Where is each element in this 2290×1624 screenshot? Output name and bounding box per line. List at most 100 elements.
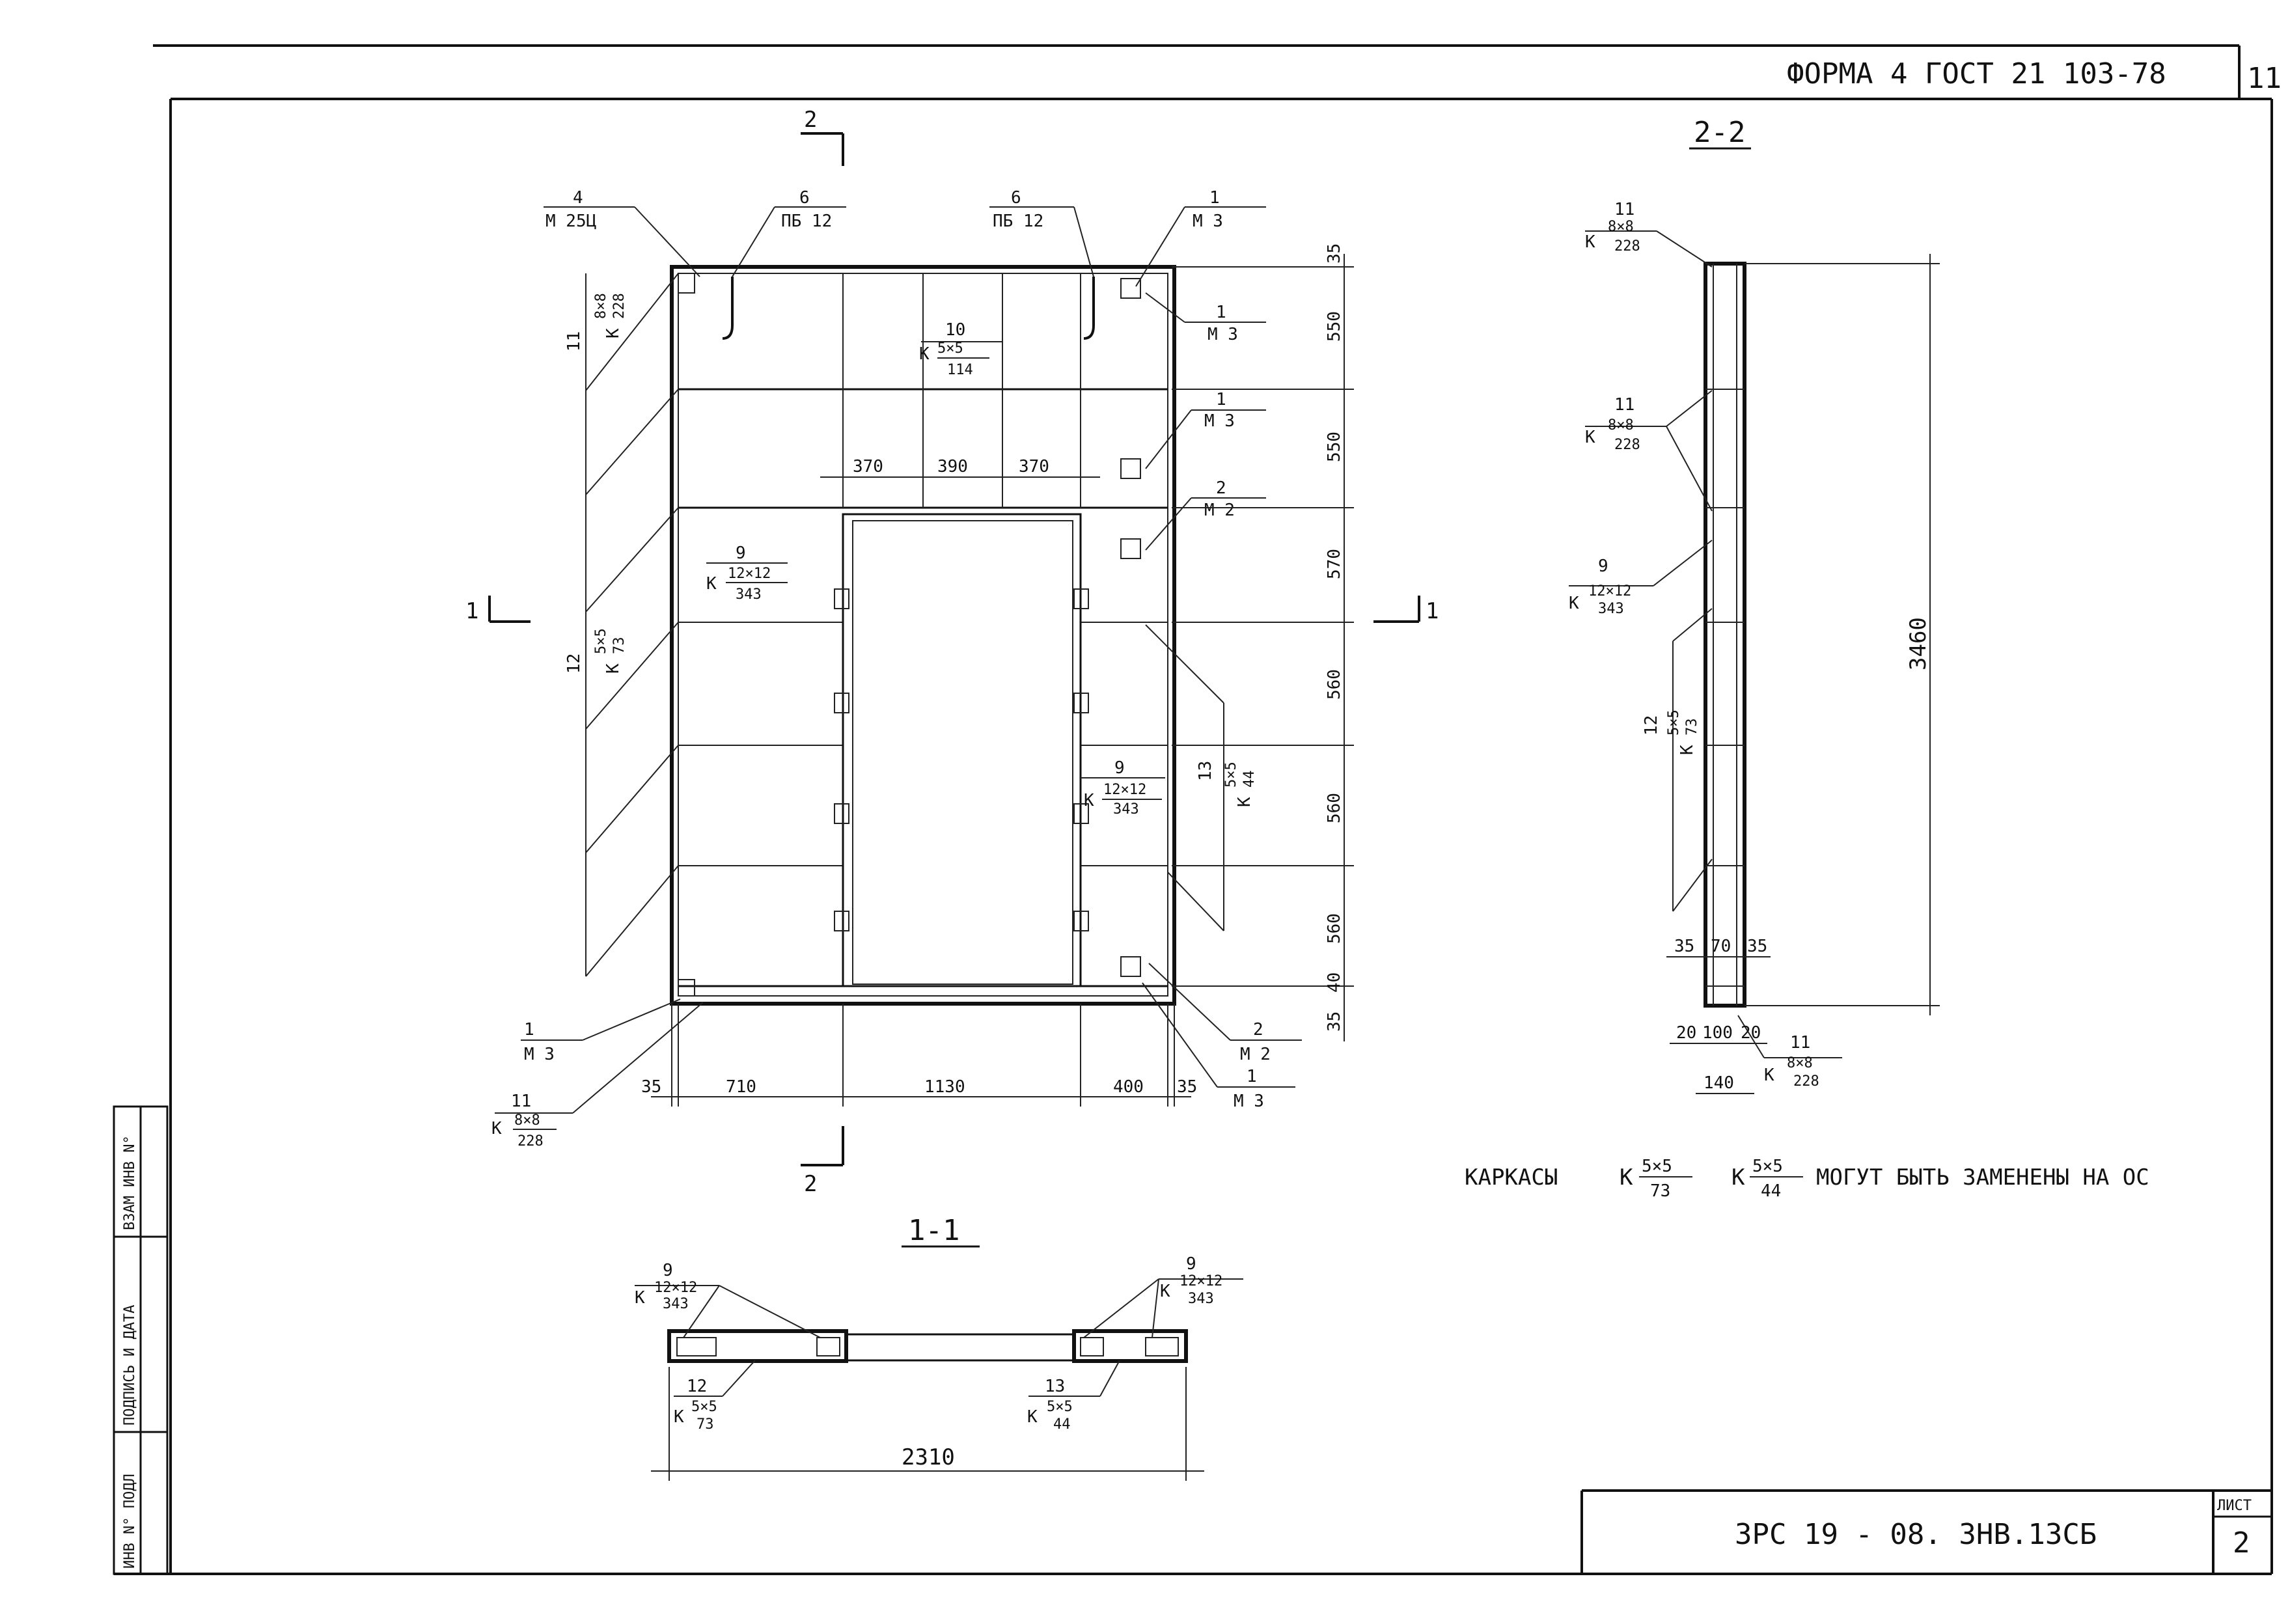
mark-1d-code: М 3 (524, 1045, 555, 1064)
section-11-width: 2310 (902, 1444, 955, 1470)
mark-11b-top: 8×8 (514, 1112, 540, 1129)
s22-a-bot: 228 (1614, 238, 1640, 255)
mark-9b-num: 9 (1114, 758, 1125, 778)
s11-b-num: 9 (1186, 1254, 1196, 1274)
note-suffix: МОГУТ БЫТЬ ЗАМЕНЕНЫ НА ОС (1816, 1164, 2149, 1190)
dim-right-7: 40 (1325, 972, 1344, 993)
mark-13v-num: 13 (1196, 761, 1215, 781)
mark-1a-num: 1 (1209, 188, 1220, 208)
mark-9b-bot: 343 (1113, 801, 1139, 818)
dim-right-5: 560 (1325, 793, 1344, 823)
mark-12v-num: 12 (564, 654, 584, 674)
s22-dim-20a: 20 (1676, 1023, 1696, 1043)
s11-a-num: 9 (663, 1261, 673, 1280)
front-callouts: 4 М 25Ц 6 ПБ 12 6 ПБ 12 1 М 3 1 М 3 1 М … (491, 188, 1302, 1149)
s11-b-k: К (1160, 1282, 1170, 1301)
s22-dim-140: 140 (1704, 1073, 1734, 1093)
section-markers: 2 2 1 1 (465, 107, 1439, 1197)
mark-13v-bot: 44 (1241, 771, 1258, 788)
mark-2a-num: 2 (1216, 478, 1226, 498)
section-22-height: 3460 (1905, 617, 1931, 670)
mark-1b-code: М 3 (1207, 325, 1238, 344)
s22-b-bot: 228 (1614, 437, 1640, 453)
mark-13v-top: 5×5 (1223, 762, 1239, 788)
section-11-title: 1-1 (908, 1214, 959, 1247)
s22-e-num: 11 (1790, 1033, 1810, 1053)
s11-d-num: 13 (1045, 1377, 1065, 1396)
s22-c-num: 9 (1598, 557, 1608, 576)
dim-bottom-2: 1130 (924, 1077, 965, 1097)
s22-a-top: 8×8 (1608, 219, 1634, 235)
dim-right-2: 550 (1325, 432, 1344, 462)
dim-top-1: 390 (937, 457, 968, 476)
s22-e-k: К (1764, 1066, 1774, 1085)
mark-11b-bot: 228 (517, 1133, 544, 1149)
s22-d-num: 12 (1642, 715, 1661, 736)
section-1-1: 1-1 2310 9 К 12×12 343 9 К 12×12 343 12 (635, 1214, 1243, 1481)
section-mark-bottom: 2 (804, 1171, 817, 1197)
sheet-corner-number: 11 (2247, 62, 2282, 95)
side-stamp-replace: ВЗАМ ИНВ N° (122, 1135, 138, 1230)
drawing-code: 3РС 19 - 08. 3НВ.13СБ (1735, 1518, 2097, 1551)
mark-4-code: М 25Ц (545, 212, 596, 231)
mark-6a-num: 6 (799, 188, 810, 208)
s22-c-top: 12×12 (1588, 583, 1631, 599)
section-mark-left: 1 (465, 598, 478, 624)
mark-1e-num: 1 (1247, 1067, 1257, 1086)
mark-11b-k: К (491, 1119, 502, 1138)
mark-12v-bot: 73 (611, 637, 628, 655)
note: КАРКАСЫ К 5×5 73 К 5×5 44 МОГУТ БЫТЬ ЗАМ… (1465, 1157, 2149, 1201)
mark-11v-num: 11 (564, 331, 584, 351)
s22-c-bot: 343 (1598, 601, 1624, 617)
mark-12v-top: 5×5 (593, 628, 609, 654)
s11-a-k: К (635, 1288, 645, 1308)
mark-12v-k: К (603, 663, 623, 674)
mark-9a-bot: 343 (736, 586, 762, 603)
mark-2a-code: М 2 (1204, 501, 1235, 520)
s11-a-bot: 343 (663, 1296, 689, 1312)
mark-2b-num: 2 (1253, 1020, 1263, 1039)
s11-c-bot: 73 (697, 1416, 714, 1433)
front-view (585, 265, 1224, 1006)
section-22-title: 2-2 (1694, 116, 1745, 149)
note-k1-top: 5×5 (1642, 1157, 1672, 1176)
dim-bottom-1: 710 (726, 1077, 756, 1097)
dim-right-8: 35 (1325, 1012, 1344, 1032)
side-stamp-inv: ИНВ N° ПОДЛ (122, 1474, 138, 1569)
s11-c-top: 5×5 (691, 1399, 717, 1415)
note-k2: К (1731, 1164, 1745, 1190)
s11-c-k: К (674, 1407, 684, 1427)
s22-b-k: К (1585, 428, 1595, 447)
s22-d-k: К (1677, 745, 1697, 755)
mark-11b-num: 11 (511, 1092, 531, 1111)
dim-bottom-4: 35 (1177, 1077, 1197, 1097)
mark-6b-num: 6 (1011, 188, 1021, 208)
s22-a-num: 11 (1614, 200, 1635, 219)
side-stamp: ИНВ N° ПОДЛ ПОДПИСЬ И ДАТА ВЗАМ ИНВ N° (113, 1105, 169, 1575)
mark-1b-num: 1 (1216, 303, 1226, 322)
front-dims-top: 370 390 370 (820, 457, 1100, 478)
note-k2-top: 5×5 (1752, 1157, 1783, 1176)
dim-right-1: 550 (1325, 311, 1344, 342)
s22-dim-70: 70 (1711, 937, 1731, 956)
mark-10-top: 5×5 (937, 340, 963, 357)
s11-c-num: 12 (687, 1377, 707, 1396)
s22-dim-100: 100 (1702, 1023, 1733, 1043)
s22-dim-35b: 35 (1747, 937, 1767, 956)
s11-b-bot: 343 (1188, 1291, 1214, 1307)
mark-1e-code: М 3 (1234, 1092, 1264, 1111)
note-k2-bot: 44 (1761, 1181, 1781, 1201)
mark-11v-bot: 228 (611, 293, 628, 319)
s11-d-top: 5×5 (1047, 1399, 1073, 1415)
dim-top-2: 370 (1019, 457, 1049, 476)
mark-13v-k: К (1235, 797, 1254, 807)
s22-a-k: К (1585, 232, 1595, 252)
dim-right-0: 35 (1325, 243, 1344, 264)
title-block: 3РС 19 - 08. 3НВ.13СБ ЛИСТ 2 (1580, 1489, 2272, 1574)
mark-9b-top: 12×12 (1103, 782, 1146, 798)
sheet-label: ЛИСТ (2217, 1498, 2252, 1514)
dim-right-6: 560 (1325, 913, 1344, 944)
s22-e-top: 8×8 (1787, 1055, 1813, 1071)
s22-dim-35a: 35 (1674, 937, 1694, 956)
